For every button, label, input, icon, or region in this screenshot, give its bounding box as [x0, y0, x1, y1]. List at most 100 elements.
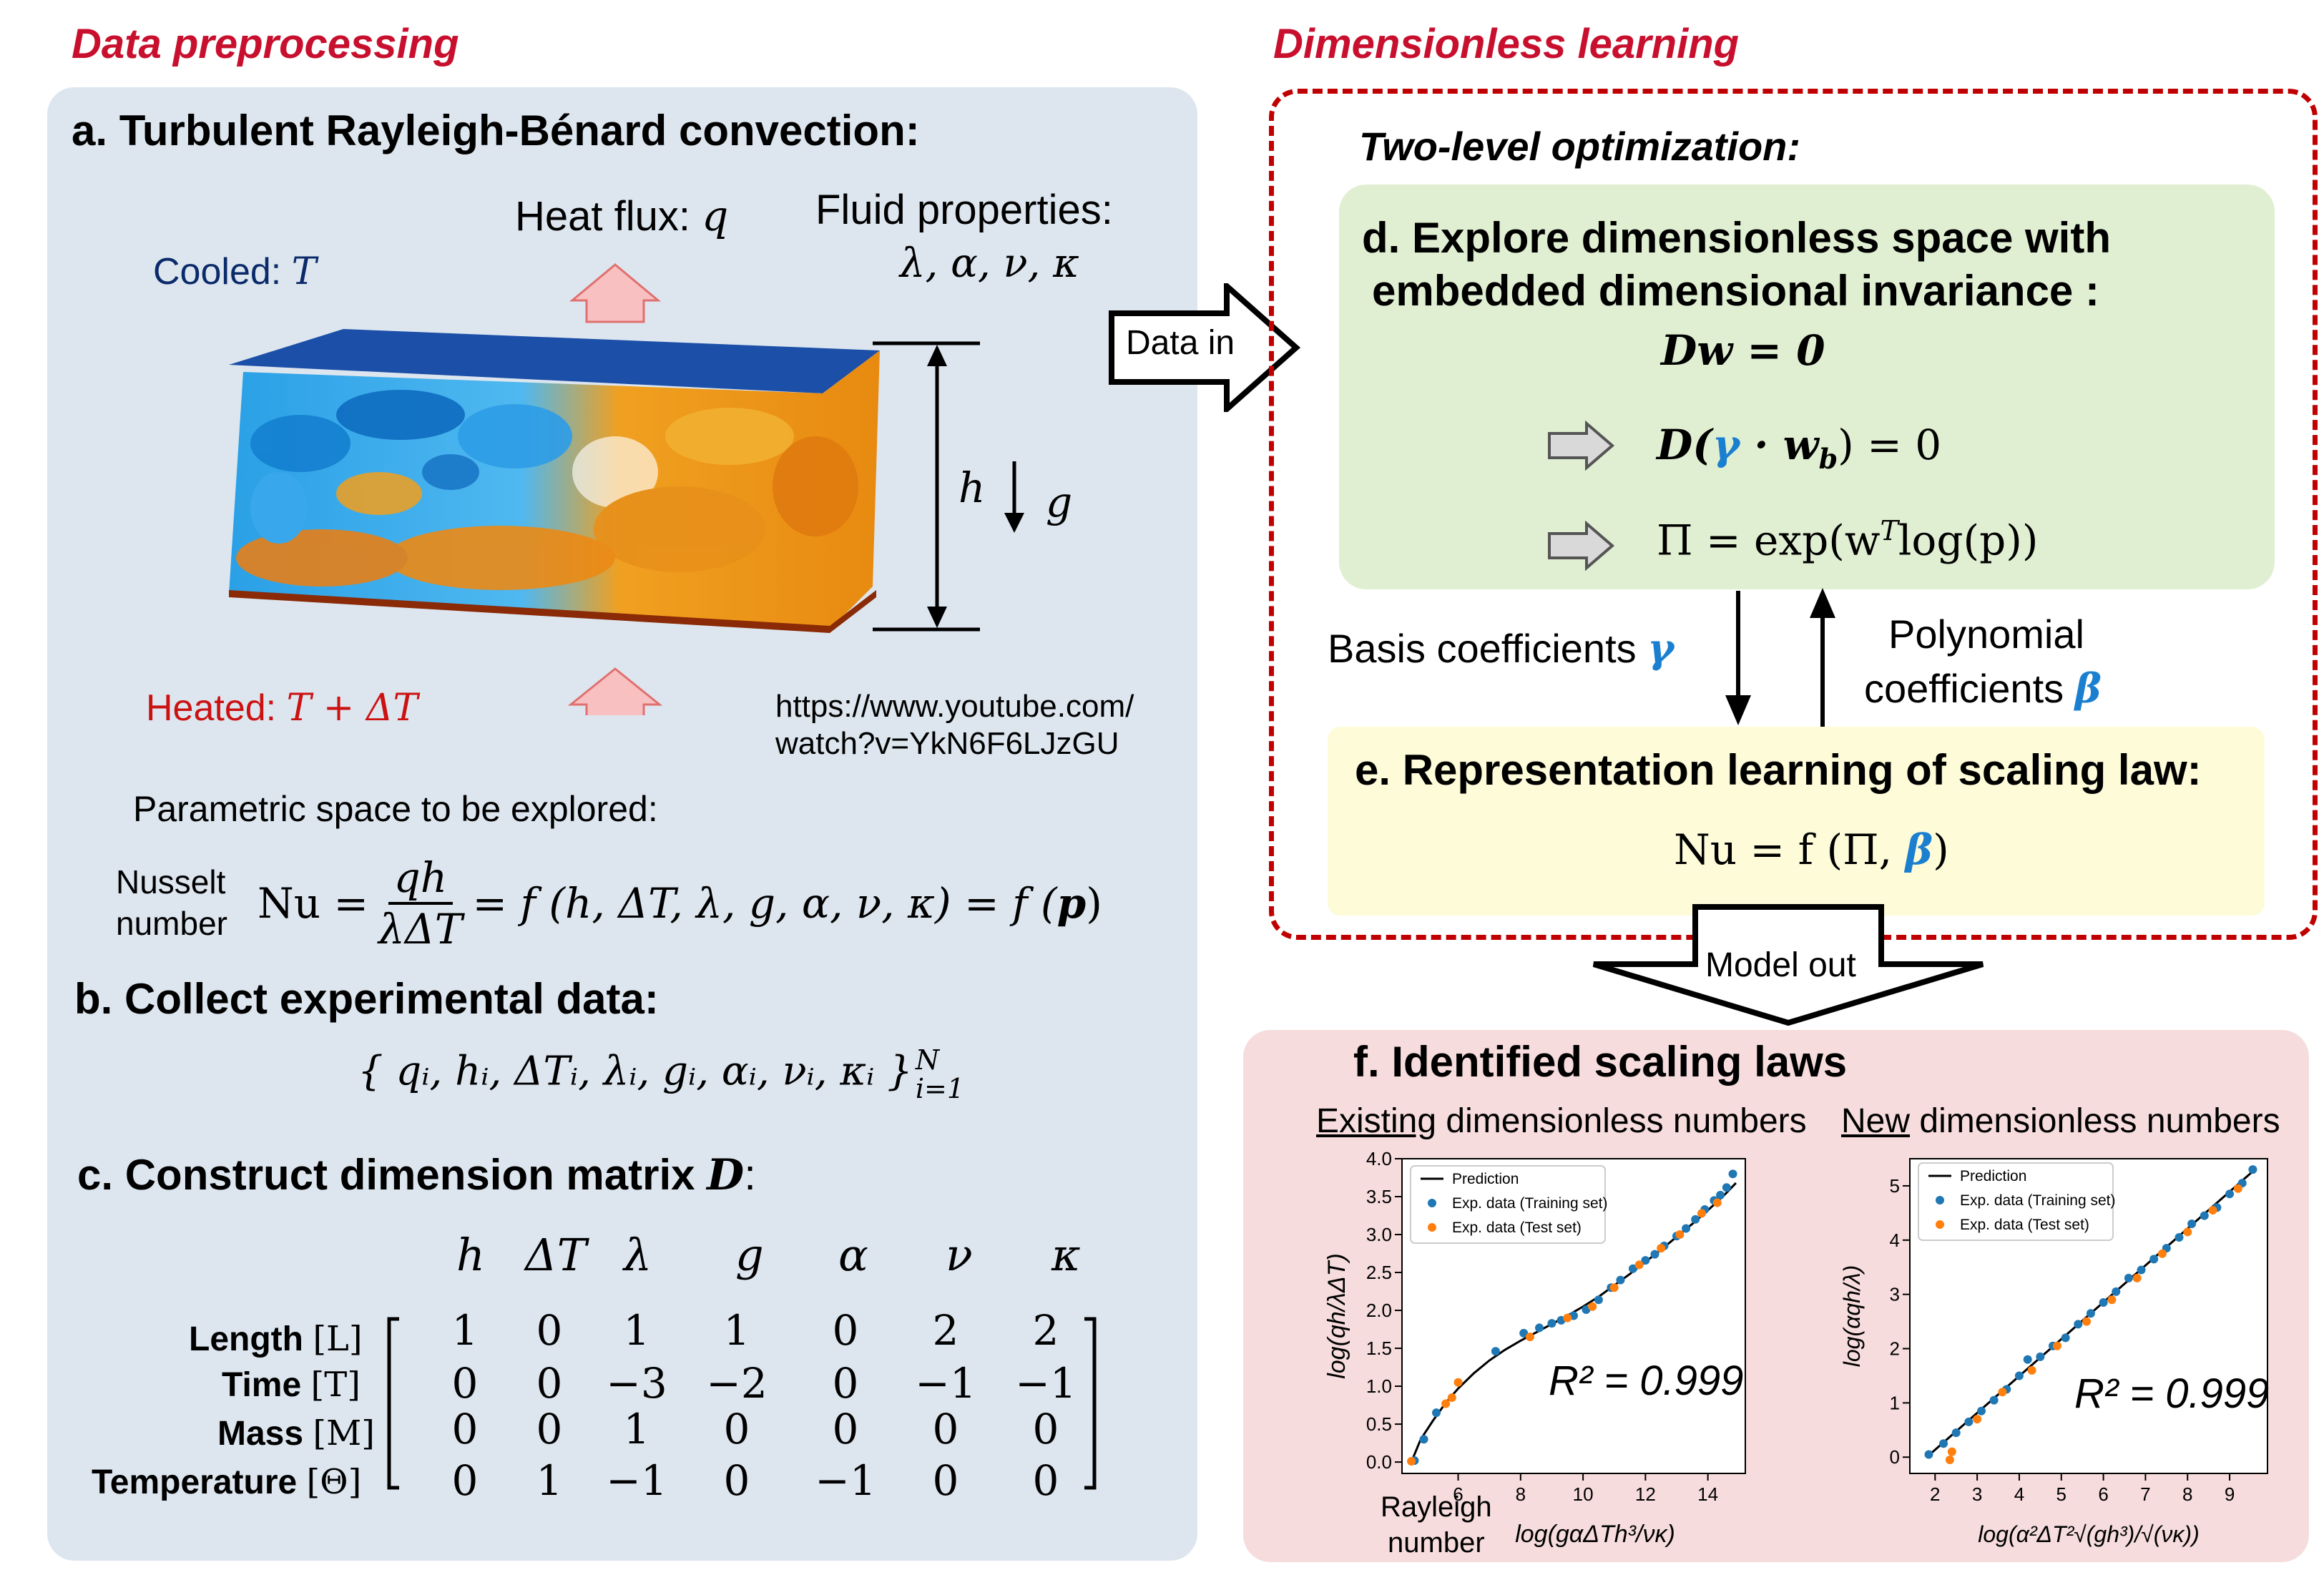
chart1-test-point: [1634, 1260, 1644, 1270]
eq-gamma: D(γ · wb) = 0: [1657, 421, 1941, 475]
chart2-xtick-label: 3: [1972, 1483, 1982, 1505]
parametric-space-label: Parametric space to be explored:: [133, 789, 658, 829]
cooled-symbol: T: [291, 250, 317, 293]
matrix-row-label-2: Mass [M]: [217, 1413, 375, 1453]
basis-text: Basis coefficients: [1328, 626, 1648, 671]
chart2-ytick-label: 1: [1890, 1392, 1900, 1413]
chart1-training-point: [1728, 1169, 1737, 1179]
matrix-col-header-0: h: [456, 1229, 485, 1281]
polynomial-up-arrow: [1810, 588, 1835, 730]
chart1-training-point: [1691, 1215, 1700, 1224]
chart1-test-point: [1453, 1378, 1463, 1387]
matrix-cell: 0: [723, 1405, 750, 1453]
chart2-xtick-label: 4: [2014, 1483, 2024, 1505]
matrix-col-header-2: λ: [624, 1229, 652, 1281]
chart2-xtick-label: 6: [2098, 1483, 2108, 1505]
heated-symbol: T + ΔT: [286, 687, 418, 730]
matrix-row-label-3: Temperature [Θ]: [92, 1462, 361, 1502]
matrix-cell: 2: [932, 1306, 959, 1355]
chart1-training-point: [1682, 1224, 1691, 1233]
panel-c-title: c. Construct dimension matrix D:: [77, 1150, 756, 1200]
eq-frac-num: qh: [388, 853, 453, 905]
chart1-training-point: [1419, 1435, 1428, 1444]
matrix-cell: −2: [706, 1359, 768, 1408]
rayleigh-line1: Rayleigh: [1381, 1491, 1492, 1523]
heat-flux-arrow-bottom: [567, 667, 663, 715]
matrix-cell: −1: [915, 1359, 976, 1408]
chart2-training-point: [1951, 1428, 1961, 1438]
chart1-legend-2: Exp. data (Test set): [1452, 1220, 1582, 1236]
chart2-ytick-label: 0: [1890, 1446, 1900, 1468]
panel-f-title: f. Identified scaling laws: [1353, 1038, 1848, 1086]
eq-gamma-end: ) = 0: [1838, 421, 1942, 469]
eq-dw: Dw = 0: [1661, 326, 1825, 375]
eq-pi-end: log(p)): [1898, 516, 2039, 565]
dataset-sub: i=1: [915, 1073, 964, 1104]
implies-arrow-2: [1548, 521, 1615, 571]
chart1-test-point: [1657, 1244, 1666, 1253]
data-preprocessing-panel: [47, 87, 1197, 1561]
matrix-col-header-4: α: [838, 1229, 868, 1281]
panel-d: [1339, 185, 2275, 589]
eq-scaling-pre: Nu = f (Π,: [1674, 825, 1906, 874]
chart2-legend-0: Prediction: [1960, 1168, 2026, 1184]
chart2-training-point: [1977, 1406, 1986, 1415]
heat-flux-label: Heat flux: q: [515, 192, 728, 240]
chart2-training-point: [2175, 1233, 2184, 1242]
dataset-sup: N: [915, 1044, 940, 1076]
turbulent-plumes: [236, 390, 858, 590]
chart2-training-point: [2200, 1211, 2209, 1220]
matrix-col-header-3: g: [735, 1229, 764, 1281]
matrix-cell: −3: [606, 1359, 667, 1408]
basis-coefficients-label: Basis coefficients γ: [1328, 625, 1674, 672]
chart2-training-point: [2112, 1287, 2121, 1296]
matrix-cell: 1: [623, 1405, 650, 1453]
chart2-legend-2: Exp. data (Test set): [1960, 1217, 2089, 1233]
existing-numbers-subtitle: Existing dimensionless numbers: [1316, 1101, 1807, 1141]
fluid-properties-label: Fluid properties:: [815, 187, 1113, 233]
panel-b-title: b. Collect experimental data:: [74, 975, 659, 1023]
chart1-training-point: [1519, 1328, 1529, 1338]
eq-nu: Nu =: [258, 879, 369, 928]
chart1-ytick-label: 1.5: [1366, 1338, 1392, 1359]
matrix-row-label-1: Time [T]: [222, 1365, 361, 1405]
row-unit-time: [T]: [310, 1365, 361, 1405]
matrix-cell: −1: [1015, 1359, 1077, 1408]
rayleigh-number-label: Rayleigh number: [1381, 1489, 1492, 1561]
chart2-training-point: [2023, 1355, 2032, 1364]
chart1-xtick-label: 14: [1697, 1483, 1718, 1505]
chart2-legend: Prediction Exp. data (Training set) Exp.…: [1918, 1162, 2116, 1241]
height-symbol: h: [958, 463, 986, 512]
chart1-ytick-label: 1.0: [1366, 1375, 1392, 1397]
video-url[interactable]: https://www.youtube.com/ watch?v=YkN6F6L…: [775, 689, 1134, 761]
eq-gamma-post: · w: [1740, 421, 1819, 469]
chart1-legend-1: Exp. data (Training set): [1452, 1195, 1608, 1212]
chart2-training-point: [2124, 1273, 2133, 1282]
chart1-ytick-label: 3.5: [1366, 1186, 1392, 1207]
chart2-xtick-label: 9: [2225, 1483, 2235, 1505]
data-in-arrow: [1109, 283, 1301, 412]
chart1-training-point: [1722, 1183, 1731, 1192]
matrix-row-label-0: Length [L]: [189, 1319, 363, 1359]
chart2-training-point: [2014, 1371, 2024, 1380]
chart1-ylabel: log(qh/λΔT): [1323, 1253, 1350, 1379]
chart1-training-point: [1547, 1319, 1556, 1328]
chart2-training-point: [2036, 1352, 2045, 1361]
chart2-training-point: [1924, 1450, 1933, 1459]
chart1-xlabel: log(gαΔTh³/νκ): [1515, 1521, 1675, 1548]
implies-arrow-1: [1548, 421, 1615, 471]
panel-e-title: e. Representation learning of scaling la…: [1355, 746, 2202, 794]
chart1-test-point: [1441, 1399, 1451, 1408]
matrix-cell: 0: [451, 1405, 479, 1453]
matrix-cell: 0: [1032, 1456, 1059, 1505]
eq-scaling-end: ): [1933, 825, 1949, 874]
matrix-cell: 0: [536, 1306, 563, 1355]
matrix-cell: 0: [832, 1405, 859, 1453]
chart1-test-point: [1697, 1209, 1706, 1218]
basis-down-arrow: [1725, 591, 1751, 725]
nusselt-equation: Nu = qh λΔT = f (h, ΔT, λ, g, α, ν, κ) =…: [258, 850, 1102, 957]
polynomial-label-2: coefficients β: [1864, 665, 2102, 712]
matrix-cell: 0: [536, 1405, 563, 1453]
